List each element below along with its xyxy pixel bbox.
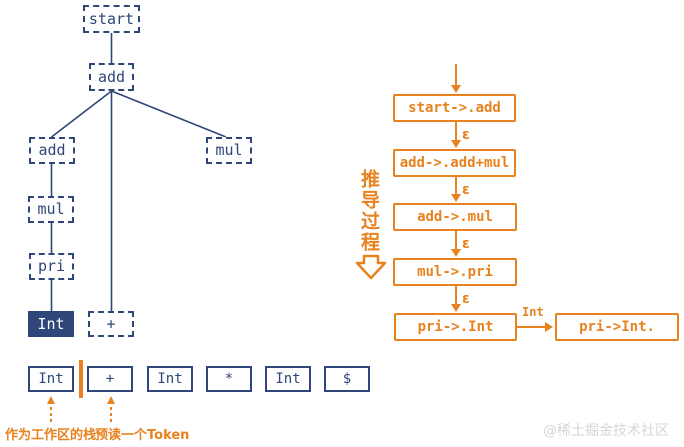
flow-step-start-add: start->.add xyxy=(393,94,516,122)
flow-step-mul-pri: mul->.pri xyxy=(393,258,517,286)
token-eof: $ xyxy=(324,366,370,392)
epsilon-label-4: ε xyxy=(462,291,470,307)
flow-step-pri-dotint: pri->.Int xyxy=(394,313,517,341)
stack-note: 作为工作区的栈 xyxy=(5,428,97,443)
tree-node-add-root: add xyxy=(89,63,134,91)
tree-node-int: Int xyxy=(28,311,74,337)
epsilon-label-1: ε xyxy=(462,127,470,143)
flow-step-add-mul: add->.mul xyxy=(393,203,517,231)
watermark: @稀土掘金技术社区 xyxy=(543,423,669,439)
token-int-2: Int xyxy=(147,366,193,392)
token-int-1: Int xyxy=(28,366,74,392)
token-plus: + xyxy=(87,366,133,392)
derivation-title: 推导过程 xyxy=(358,169,380,253)
tree-node-mul-right: mul xyxy=(206,137,252,164)
flow-step-pri-intdot: pri->Int. xyxy=(555,313,679,341)
epsilon-label-3: ε xyxy=(462,236,470,252)
token-int-3: Int xyxy=(265,366,311,392)
flow-arrows xyxy=(451,64,553,332)
tree-edges xyxy=(50,33,227,311)
token-star: * xyxy=(206,366,252,392)
tree-node-start: start xyxy=(83,5,140,33)
shift-int-label: Int xyxy=(522,305,544,319)
epsilon-label-2: ε xyxy=(462,182,470,198)
lookahead-note: 预读一个Token xyxy=(95,428,190,443)
tree-node-mul-left: mul xyxy=(28,196,74,223)
tree-node-add-left: add xyxy=(29,137,75,164)
flow-step-add-addmul: add->.add+mul xyxy=(393,149,516,177)
tree-node-pri: pri xyxy=(29,253,74,280)
note-pointer-arrows xyxy=(47,396,115,422)
hollow-down-arrow-icon xyxy=(355,254,387,280)
stack-cursor-bar xyxy=(79,360,83,398)
tree-node-plus: + xyxy=(88,311,134,337)
